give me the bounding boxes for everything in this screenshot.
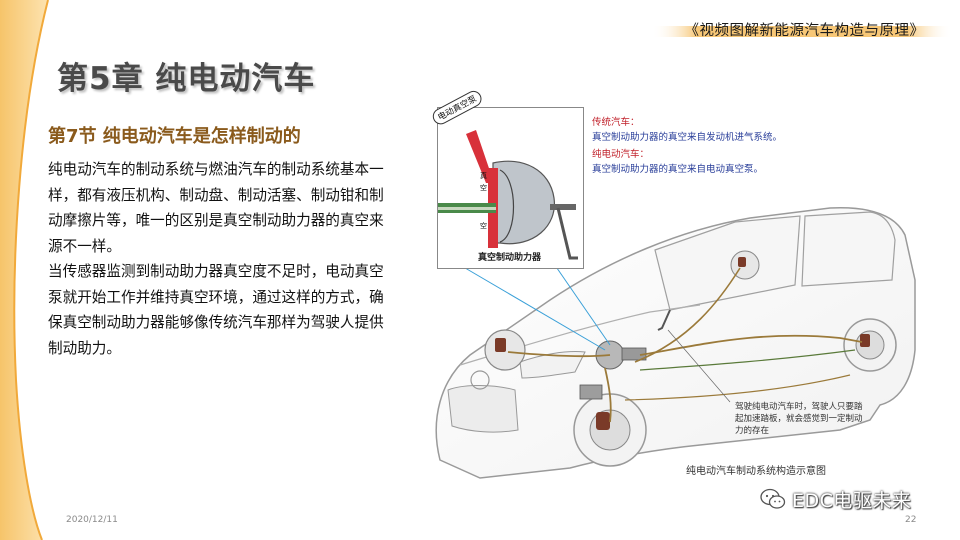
brake-system-illustration: [435, 206, 916, 479]
page-number: 22: [905, 515, 917, 525]
wechat-icon: [760, 488, 786, 509]
booster-cutaway-inset: 真 空 空: [437, 107, 584, 269]
legend-ev-text: 真空制动助力器的真空来自电动真空泵。: [592, 164, 764, 175]
legend-traditional-title: 传统汽车：: [592, 117, 640, 128]
body-paragraph-1: 纯电动汽车的制动系统与燃油汽车的制动系统基本一样，都有液压机构、制动盘、制动活塞…: [48, 161, 384, 255]
watermark-text: EDC电驱未来: [792, 489, 912, 512]
body-paragraph-2: 当传感器监测到制动助力器真空度不足时，电动真空泵就开始工作并维持真空环境，通过这…: [48, 263, 384, 357]
section-title: 第7节 纯电动汽车是怎样制动的: [48, 126, 301, 147]
chapter-title: 第5章 纯电动汽车: [57, 61, 316, 97]
diagram-caption: 纯电动汽车制动系统构造示意图: [686, 466, 826, 477]
driver-note: 驾驶纯电动汽车时，驾驶人只要踏起加速踏板，就会感觉到一定制动力的存在: [735, 402, 863, 436]
svg-text:空: 空: [480, 183, 487, 192]
booster-label: 真空制动助力器: [478, 253, 542, 263]
book-title-ribbon: [652, 26, 952, 37]
crescent-decoration-icon: [0, 0, 49, 540]
footer-date: 2020/12/11: [66, 515, 118, 525]
svg-text:空: 空: [480, 221, 487, 230]
book-title: 《视频图解新能源汽车构造与原理》: [684, 23, 925, 39]
watermark: EDC电驱未来: [760, 484, 911, 514]
svg-text:真: 真: [480, 171, 487, 180]
legend-ev-title: 纯电动汽车：: [592, 149, 650, 160]
legend-traditional-text: 真空制动助力器的真空来自发动机进气系统。: [592, 132, 783, 143]
